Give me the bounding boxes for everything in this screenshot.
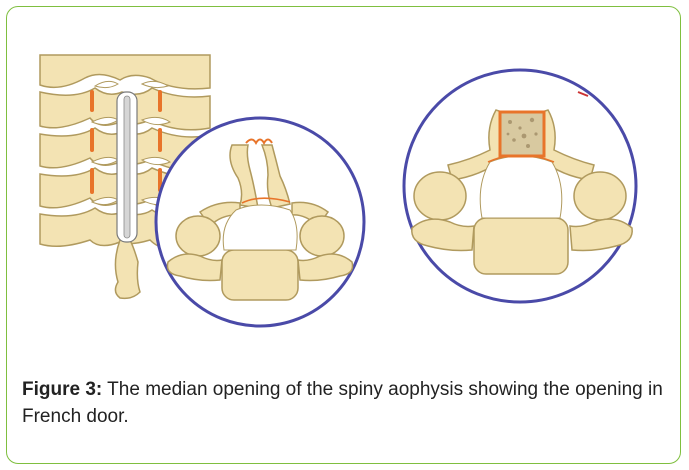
vertebra-section-opening [156, 118, 364, 326]
figure-caption-text: The median opening of the spiny aophysis… [22, 379, 663, 427]
figure-label: Figure 3: [22, 379, 102, 400]
vertebra-section-graft [404, 70, 636, 302]
median-split [117, 92, 137, 242]
figure-caption: Figure 3: The median opening of the spin… [22, 376, 682, 430]
